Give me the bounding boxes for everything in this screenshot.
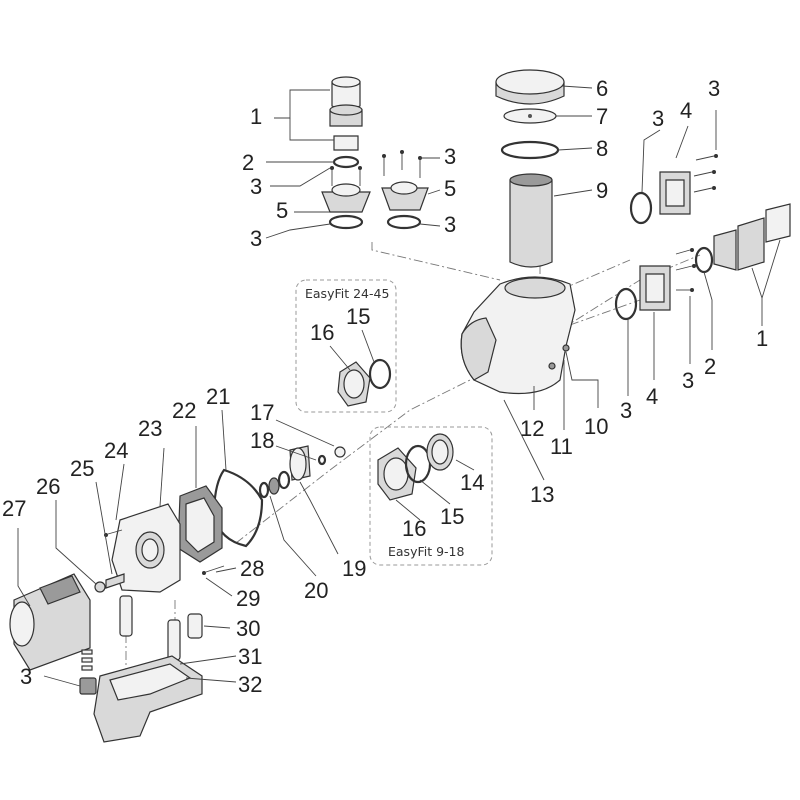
label-3-right-a: 3 [652,106,664,131]
easyfit-9-18-box [369,426,493,566]
label-6: 6 [596,76,608,101]
label-29: 29 [236,586,260,611]
impeller-seal-stack [212,445,346,548]
label-3-bot-left: 3 [250,226,262,251]
easyfit-24-45-box [295,279,397,413]
label-3-top-b: 3 [444,144,456,169]
o-ring-2 [332,155,360,169]
union-nut-right [737,217,765,271]
gasket-right [386,214,422,230]
label-22: 22 [172,398,196,423]
gasket-left [328,214,364,230]
easyfit-9-18-label: EasyFit 9-18 [388,544,465,559]
pump-housing [460,276,576,395]
rubber-foot [187,613,203,639]
label-3-right-b: 3 [708,76,720,101]
label-15-upper: 15 [346,304,370,329]
label-28: 28 [240,556,264,581]
lid-o-ring [500,140,560,160]
top-union-assembly [321,76,429,230]
label-12: 12 [520,416,544,441]
easyfit-24-45-parts [337,358,392,407]
label-25: 25 [70,456,94,481]
label-32: 32 [238,672,262,697]
label-16-upper: 16 [310,320,334,345]
label-23: 23 [138,416,162,441]
gasket-lower [614,287,638,321]
label-3-bot-right: 3 [444,212,456,237]
pump-base [79,649,203,743]
part-number-labels: 1 2 3 5 3 3 5 3 6 7 8 9 3 4 3 1 2 3 4 3 … [2,76,768,697]
label-1-right: 1 [756,326,768,351]
label-17: 17 [250,400,274,425]
label-4-right-a: 4 [680,98,692,123]
union-tail-right [713,229,737,271]
spacer-right [167,619,181,661]
gasket-upper [629,191,653,225]
union-o-ring [694,246,714,274]
easyfit-9-18-parts [377,433,454,501]
label-2-right: 2 [704,354,716,379]
label-21: 21 [206,384,230,409]
label-11: 11 [550,434,573,459]
label-8: 8 [596,136,608,161]
label-14: 14 [460,470,484,495]
label-3-right-d: 3 [620,398,632,423]
label-13: 13 [530,482,554,507]
label-30: 30 [236,616,260,641]
label-27: 27 [2,496,26,521]
label-10: 10 [584,414,608,439]
label-4-right-b: 4 [646,384,658,409]
label-5-left: 5 [276,198,288,223]
easyfit-24-45-label: EasyFit 24-45 [305,286,389,301]
label-3-right-c: 3 [682,368,694,393]
diffuser [177,485,223,563]
label-2-top: 2 [242,150,254,175]
label-15-lower: 15 [440,504,464,529]
label-7: 7 [596,104,608,129]
motor [9,573,91,671]
label-9: 9 [596,178,608,203]
label-1-top: 1 [250,104,262,129]
label-19: 19 [342,556,366,581]
label-24: 24 [104,438,128,463]
label-3-bottom: 3 [20,664,32,689]
label-16-lower: 16 [402,516,426,541]
label-26: 26 [36,474,60,499]
basket [509,179,553,268]
motor-plate [111,503,181,593]
label-3-top-a: 3 [250,174,262,199]
label-20: 20 [304,578,328,603]
label-5-right: 5 [444,176,456,201]
leader-lines [17,85,781,687]
label-31: 31 [238,644,262,669]
small-hardware [94,529,225,661]
union-tail [333,135,359,151]
label-18: 18 [250,428,274,453]
lid-basket-assembly [495,69,565,268]
union-cap-right [765,203,791,243]
spacer-left [119,595,133,637]
